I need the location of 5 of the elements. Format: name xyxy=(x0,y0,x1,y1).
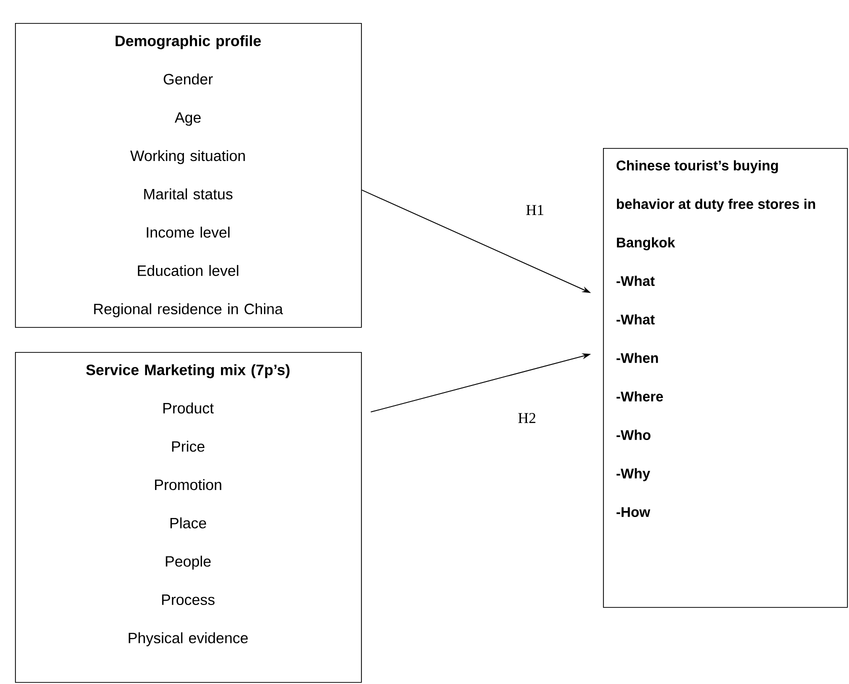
text-box: Chinese tourist’s buying behavior at duty free stores in Bangkok -What -What -When -Where -Who -Why -How xyxy=(603,148,848,608)
edge-label: H2 xyxy=(516,412,538,424)
text-box: Service Marketing mix (7p’s) Product Price Promotion Place People Process Physical evidence xyxy=(15,352,362,683)
edge-label: H1 xyxy=(524,204,546,216)
text-box: Demographic profile Gender Age Working situation Marital status Income level Education level Regional residence in China xyxy=(15,23,362,328)
